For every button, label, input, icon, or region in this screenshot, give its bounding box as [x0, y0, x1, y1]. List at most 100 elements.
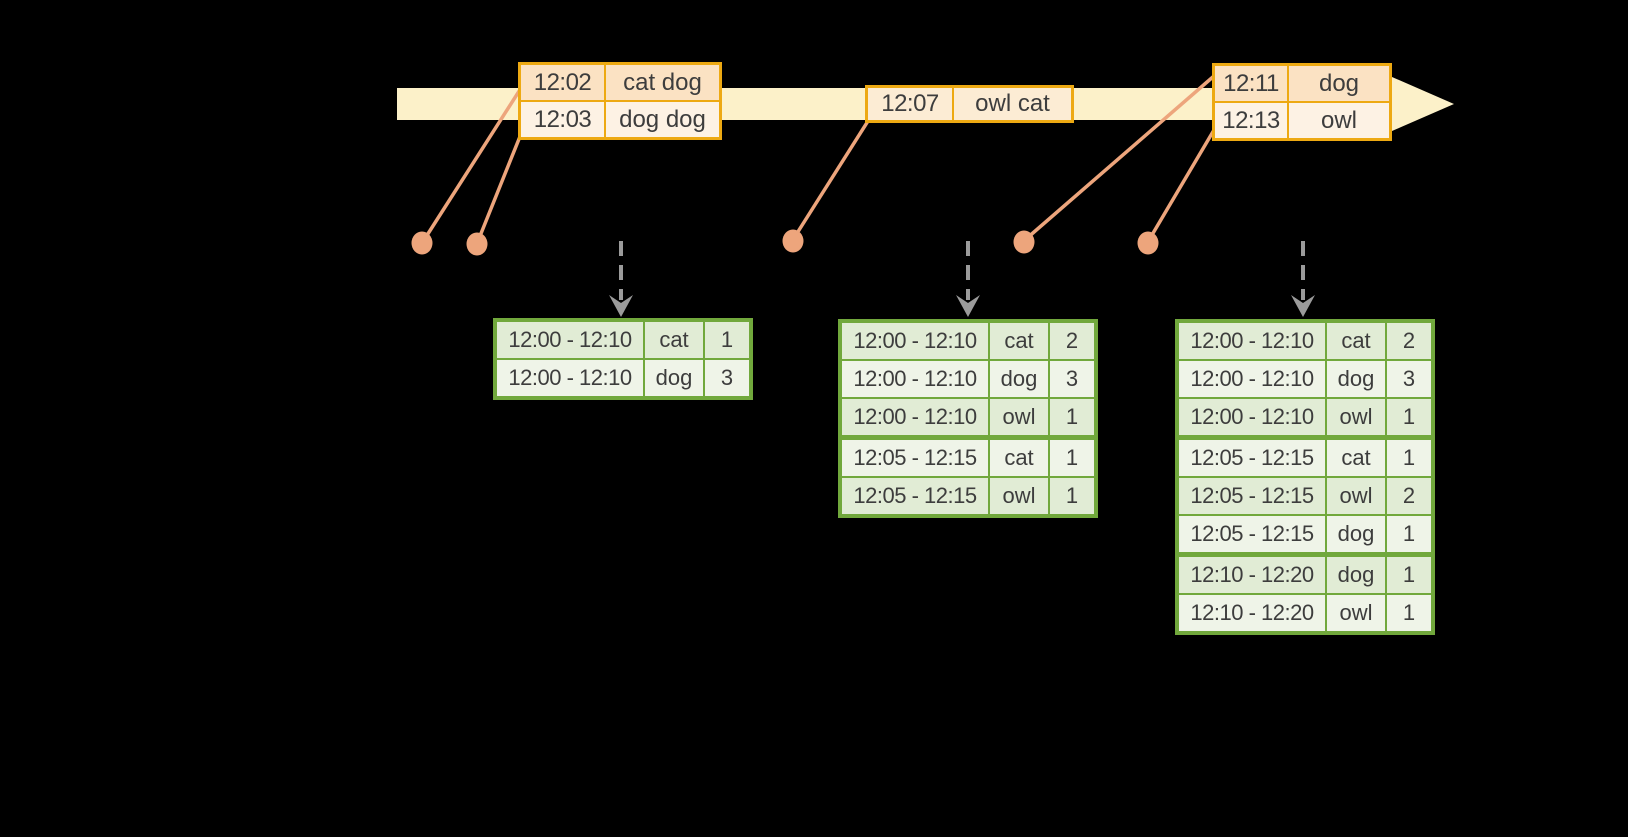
- trigger-arrowhead-icon: [1291, 295, 1315, 317]
- event-words-cell: dog: [1289, 66, 1389, 101]
- window-cell: 12:00 - 12:10: [842, 399, 988, 435]
- window-cell: 12:00 - 12:10: [497, 322, 643, 358]
- window-group: 12:00 - 12:10 cat 2 12:00 - 12:10 dog 3 …: [1179, 323, 1431, 435]
- event-row: 12:03 dog dog: [521, 102, 719, 137]
- window-cell: 12:05 - 12:15: [842, 478, 988, 514]
- result-row: 12:00 - 12:10 dog 3: [497, 360, 749, 396]
- event-time-cell: 12:13: [1215, 103, 1287, 138]
- result-row: 12:00 - 12:10 cat 1: [497, 322, 749, 358]
- window-cell: 12:10 - 12:20: [1179, 595, 1325, 631]
- event-time-cell: 12:02: [521, 65, 604, 100]
- event-connector-line: [476, 133, 523, 242]
- event-dot-icon: [466, 232, 488, 256]
- word-cell: cat: [1327, 440, 1385, 476]
- count-cell: 2: [1387, 323, 1431, 359]
- window-group: 12:05 - 12:15 cat 1 12:05 - 12:15 owl 2 …: [1179, 440, 1431, 552]
- count-cell: 1: [1387, 557, 1431, 593]
- event-words-cell: owl: [1289, 103, 1389, 138]
- word-cell: dog: [1327, 361, 1385, 397]
- event-dot-icon: [1013, 230, 1035, 254]
- count-cell: 1: [1050, 478, 1094, 514]
- word-cell: dog: [990, 361, 1048, 397]
- count-cell: 1: [1050, 399, 1094, 435]
- event-dot-icon: [411, 231, 433, 255]
- timeline-arrowhead-icon: [1392, 77, 1454, 131]
- result-row: 12:00 - 12:10 owl 1: [1179, 399, 1431, 435]
- window-cell: 12:05 - 12:15: [1179, 478, 1325, 514]
- result-row: 12:00 - 12:10 owl 1: [842, 399, 1094, 435]
- result-row: 12:00 - 12:10 dog 3: [842, 361, 1094, 397]
- word-cell: cat: [1327, 323, 1385, 359]
- event-connector-line: [1024, 74, 1216, 241]
- count-cell: 3: [1050, 361, 1094, 397]
- window-cell: 12:00 - 12:10: [1179, 323, 1325, 359]
- window-group: 12:10 - 12:20 dog 1 12:10 - 12:20 owl 1: [1179, 557, 1431, 631]
- count-cell: 1: [1387, 595, 1431, 631]
- event-time-cell: 12:07: [868, 88, 952, 120]
- word-cell: dog: [645, 360, 703, 396]
- word-cell: cat: [990, 440, 1048, 476]
- trigger-arrowhead-icon: [956, 295, 980, 317]
- word-cell: cat: [990, 323, 1048, 359]
- result-row: 12:05 - 12:15 cat 1: [842, 440, 1094, 476]
- window-cell: 12:10 - 12:20: [1179, 557, 1325, 593]
- event-table-2: 12:07 owl cat: [865, 85, 1074, 123]
- window-cell: 12:00 - 12:10: [842, 323, 988, 359]
- result-row: 12:00 - 12:10 dog 3: [1179, 361, 1431, 397]
- trigger-arrowhead-icon: [609, 295, 633, 317]
- result-row: 12:00 - 12:10 cat 2: [842, 323, 1094, 359]
- event-dot-icon: [782, 229, 804, 253]
- result-table-2: 12:00 - 12:10 cat 2 12:00 - 12:10 dog 3 …: [838, 319, 1098, 518]
- window-cell: 12:00 - 12:10: [497, 360, 643, 396]
- result-table-3: 12:00 - 12:10 cat 2 12:00 - 12:10 dog 3 …: [1175, 319, 1435, 635]
- event-connector-line: [792, 120, 870, 239]
- word-cell: cat: [645, 322, 703, 358]
- event-row: 12:13 owl: [1215, 103, 1389, 138]
- result-row: 12:00 - 12:10 cat 2: [1179, 323, 1431, 359]
- event-row: 12:02 cat dog: [521, 65, 719, 100]
- word-cell: owl: [990, 399, 1048, 435]
- event-time-cell: 12:03: [521, 102, 604, 137]
- event-row: 12:07 owl cat: [868, 88, 1071, 120]
- window-cell: 12:05 - 12:15: [1179, 516, 1325, 552]
- word-cell: owl: [990, 478, 1048, 514]
- event-words-cell: owl cat: [954, 88, 1071, 120]
- result-row: 12:10 - 12:20 dog 1: [1179, 557, 1431, 593]
- window-group: 12:00 - 12:10 cat 1 12:00 - 12:10 dog 3: [497, 322, 749, 396]
- result-row: 12:05 - 12:15 cat 1: [1179, 440, 1431, 476]
- result-row: 12:10 - 12:20 owl 1: [1179, 595, 1431, 631]
- window-cell: 12:00 - 12:10: [1179, 361, 1325, 397]
- count-cell: 1: [1050, 440, 1094, 476]
- result-row: 12:05 - 12:15 dog 1: [1179, 516, 1431, 552]
- result-row: 12:05 - 12:15 owl 2: [1179, 478, 1431, 514]
- window-cell: 12:00 - 12:10: [842, 361, 988, 397]
- event-connector-line: [1147, 129, 1216, 241]
- result-row: 12:05 - 12:15 owl 1: [842, 478, 1094, 514]
- window-cell: 12:05 - 12:15: [842, 440, 988, 476]
- word-cell: owl: [1327, 399, 1385, 435]
- word-cell: owl: [1327, 478, 1385, 514]
- event-row: 12:11 dog: [1215, 66, 1389, 101]
- event-table-1: 12:02 cat dog 12:03 dog dog: [518, 62, 722, 140]
- count-cell: 1: [705, 322, 749, 358]
- event-table-3: 12:11 dog 12:13 owl: [1212, 63, 1392, 141]
- word-cell: owl: [1327, 595, 1385, 631]
- window-cell: 12:05 - 12:15: [1179, 440, 1325, 476]
- event-words-cell: dog dog: [606, 102, 719, 137]
- event-dot-icon: [1137, 231, 1159, 255]
- count-cell: 1: [1387, 516, 1431, 552]
- count-cell: 2: [1387, 478, 1431, 514]
- window-group: 12:05 - 12:15 cat 1 12:05 - 12:15 owl 1: [842, 440, 1094, 514]
- event-time-cell: 12:11: [1215, 66, 1287, 101]
- count-cell: 3: [705, 360, 749, 396]
- count-cell: 2: [1050, 323, 1094, 359]
- count-cell: 1: [1387, 399, 1431, 435]
- word-cell: dog: [1327, 516, 1385, 552]
- result-table-1: 12:00 - 12:10 cat 1 12:00 - 12:10 dog 3: [493, 318, 753, 400]
- window-group: 12:00 - 12:10 cat 2 12:00 - 12:10 dog 3 …: [842, 323, 1094, 435]
- event-words-cell: cat dog: [606, 65, 719, 100]
- count-cell: 3: [1387, 361, 1431, 397]
- window-cell: 12:00 - 12:10: [1179, 399, 1325, 435]
- event-connector-line: [422, 84, 525, 241]
